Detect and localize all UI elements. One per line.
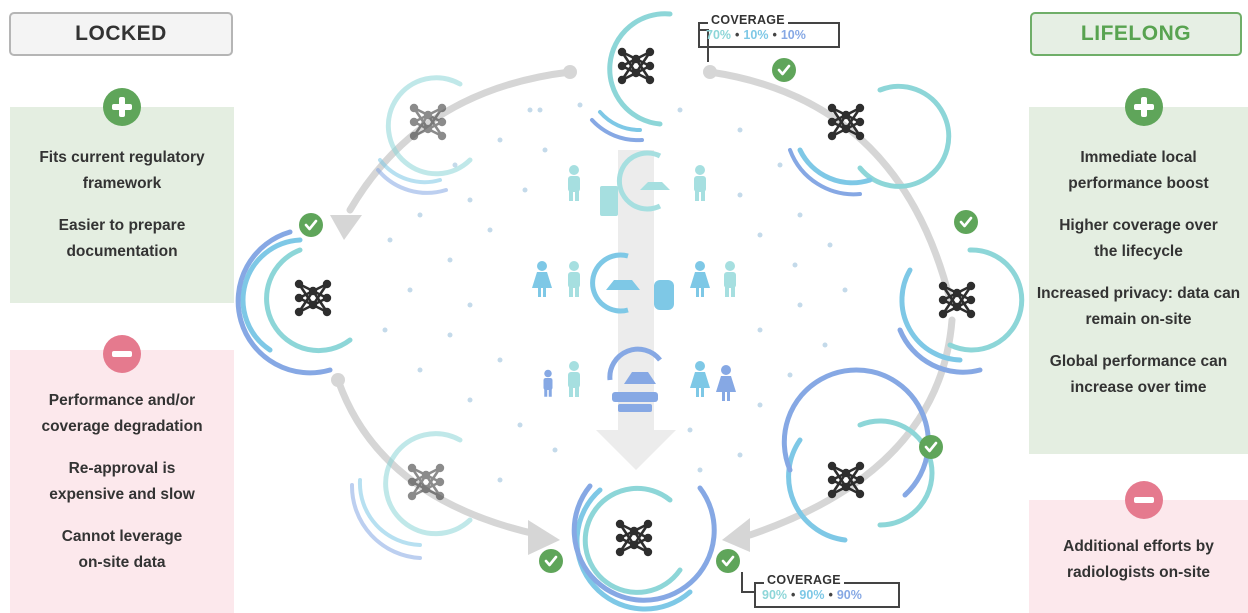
person-icon xyxy=(690,361,710,397)
scanner-icon xyxy=(607,346,662,412)
coverage-value-3: 10% xyxy=(780,28,806,42)
person-icon xyxy=(568,361,580,397)
lifelong-pros-panel: Immediate local performance boost Higher… xyxy=(1029,88,1248,454)
coverage-box-top: COVERAGE 70% • 10% • 10% xyxy=(698,13,840,48)
lifelong-pro-3: Increased privacy: data can remain on-si… xyxy=(1036,285,1241,328)
model-node-top xyxy=(590,11,673,143)
locked-pro-1: Fits current regulatory framework xyxy=(39,149,205,192)
coverage-value-1: 70% xyxy=(706,28,732,42)
person-icon xyxy=(568,165,580,201)
locked-title: LOCKED xyxy=(9,12,233,56)
check-icon xyxy=(770,56,798,84)
person-icon xyxy=(716,365,736,401)
lifelong-pro-2: Higher coverage over the lifecycle xyxy=(1059,217,1218,260)
coverage-value-2: 10% xyxy=(743,28,769,42)
lifelong-title: LIFELONG xyxy=(1030,12,1242,56)
lifelong-cons-panel: Additional efforts by radiologists on-si… xyxy=(1029,481,1248,613)
person-icon xyxy=(724,261,736,297)
coverage-box-bottom: COVERAGE 90% • 90% • 90% xyxy=(754,573,900,608)
arrow-icon xyxy=(330,215,362,240)
check-icon xyxy=(917,433,945,461)
model-node-left xyxy=(235,229,353,376)
plus-icon xyxy=(1125,88,1163,126)
person-icon xyxy=(694,165,706,201)
person-icon xyxy=(690,261,710,297)
coverage-label: COVERAGE xyxy=(708,13,788,27)
locked-con-2: Re-approval is expensive and slow xyxy=(49,460,195,503)
arrow-icon xyxy=(722,518,750,552)
dot-field xyxy=(382,102,848,483)
coverage-value-2: 90% xyxy=(799,588,825,602)
minus-icon xyxy=(103,335,141,373)
people-and-scanners xyxy=(532,150,736,412)
model-node-right xyxy=(897,247,1025,375)
scanner-icon xyxy=(600,150,670,216)
scanner-icon xyxy=(590,252,674,314)
arrow-icon xyxy=(528,520,560,555)
check-icon xyxy=(537,547,565,575)
check-icon xyxy=(297,211,325,239)
coverage-label: COVERAGE xyxy=(764,573,844,587)
locked-con-3: Cannot leverage on-site data xyxy=(61,528,183,571)
locked-con-1: Performance and/or coverage degradation xyxy=(41,392,203,435)
model-node-bottom xyxy=(571,483,717,612)
lifelong-pro-4: Global performance can increase over tim… xyxy=(1049,353,1228,396)
lifelong-con-1: Additional efforts by radiologists on-si… xyxy=(1063,538,1214,581)
check-icon xyxy=(952,208,980,236)
coverage-value-1: 90% xyxy=(762,588,788,602)
person-icon xyxy=(568,261,580,297)
person-icon xyxy=(532,261,552,297)
model-node-top-right xyxy=(788,83,952,197)
person-icon xyxy=(543,369,553,397)
check-icon xyxy=(714,547,742,575)
lifelong-pro-1: Immediate local performance boost xyxy=(1068,149,1209,192)
model-node-top-left xyxy=(376,75,473,195)
locked-pro-2: Easier to prepare documentation xyxy=(58,217,186,260)
model-node-bottom-left xyxy=(349,431,473,560)
locked-pros-panel: Fits current regulatory framework Easier… xyxy=(10,88,234,303)
locked-cons-panel: Performance and/or coverage degradation … xyxy=(10,335,234,613)
coverage-value-3: 90% xyxy=(836,588,862,602)
minus-icon xyxy=(1125,481,1163,519)
plus-icon xyxy=(103,88,141,126)
